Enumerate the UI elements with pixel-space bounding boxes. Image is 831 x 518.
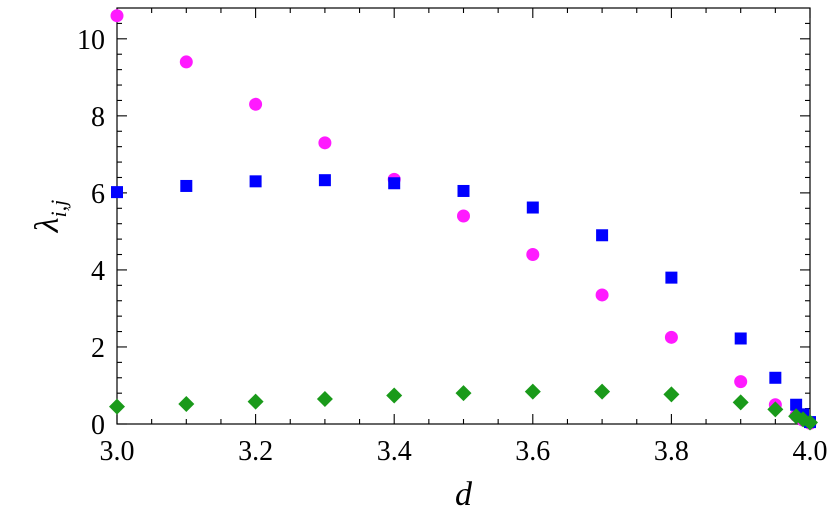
data-point-circle (664, 330, 678, 344)
data-point-square (249, 175, 262, 188)
data-point-square (388, 177, 401, 190)
data-point-square (180, 179, 193, 192)
data-point-circle (526, 248, 540, 262)
data-point-diamond (316, 390, 333, 407)
x-tick-label: 3.0 (100, 436, 135, 467)
data-point-square (769, 371, 782, 384)
data-point-circle (110, 9, 124, 23)
x-tick-label: 3.4 (377, 436, 412, 467)
data-point-diamond (732, 394, 749, 411)
data-point-diamond (663, 386, 680, 403)
y-tick-label: 6 (91, 179, 105, 210)
data-point-circle (457, 209, 470, 223)
data-point-square (790, 398, 803, 411)
data-point-diamond (455, 385, 472, 402)
y-axis-label: λi,j (29, 200, 71, 233)
data-point-square (457, 184, 470, 197)
data-point-square (526, 201, 539, 214)
data-point-circle (734, 375, 748, 389)
data-point-diamond (386, 387, 403, 404)
data-point-diamond (178, 395, 195, 412)
tick-labels: 3.0 3.2 3.4 3.6 3.8 4.0 0 2 4 6 8 10 (77, 25, 828, 467)
axis-ticks (116, 8, 811, 425)
data-point-diamond (109, 398, 125, 415)
data-point-diamond (594, 383, 611, 400)
data-point-circle (595, 288, 609, 302)
y-tick-label: 0 (91, 410, 105, 441)
x-tick-label: 3.2 (238, 436, 273, 467)
y-tick-label: 10 (77, 25, 105, 56)
data-point-diamond (802, 414, 818, 431)
data-point-diamond (767, 401, 784, 418)
y-tick-label: 2 (91, 333, 105, 364)
data-point-square (665, 271, 678, 284)
y-tick-label: 8 (91, 102, 105, 133)
data-point-square (734, 332, 747, 345)
data-point-circle (179, 55, 193, 69)
x-axis-label: d (455, 476, 473, 513)
y-axis-label-base: λ (29, 218, 66, 234)
data-point-diamond (524, 383, 541, 400)
y-axis-label-subscript: i,j (46, 200, 71, 218)
y-tick-label: 4 (91, 256, 105, 287)
data-point-circle (318, 136, 332, 150)
data-point-square (596, 229, 609, 242)
x-tick-label: 3.8 (654, 436, 689, 467)
data-point-diamond (247, 393, 264, 410)
data-point-square (318, 174, 331, 187)
data-point-circle (249, 97, 263, 111)
data-points (109, 9, 818, 431)
x-tick-label: 4.0 (793, 436, 828, 467)
data-point-square (111, 186, 123, 199)
x-tick-label: 3.6 (515, 436, 550, 467)
